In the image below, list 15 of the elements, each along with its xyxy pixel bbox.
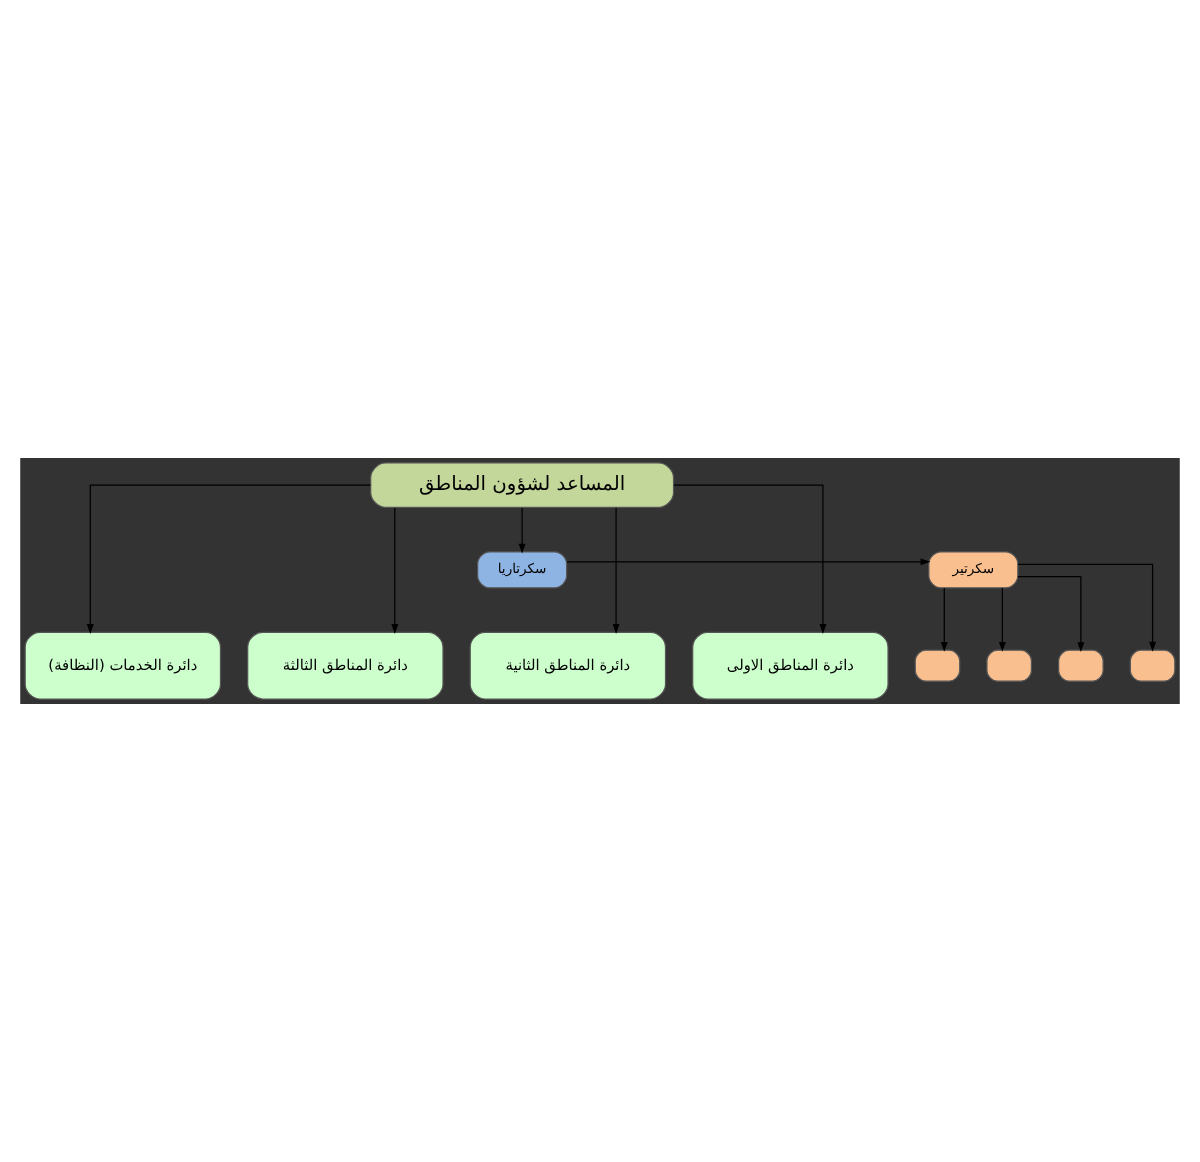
arrow (86, 484, 372, 635)
node-box (1058, 649, 1104, 682)
arrow (612, 507, 620, 634)
arrow (673, 484, 827, 635)
node-box (914, 649, 961, 682)
arrow (566, 558, 931, 566)
arrow (391, 507, 399, 634)
arrow (518, 507, 526, 554)
arrow (940, 587, 948, 652)
node-box (986, 649, 1033, 682)
arrow (1017, 563, 1157, 652)
node-box: المساعد لشؤون المناطق (370, 462, 675, 509)
arrow (998, 587, 1006, 652)
arrow (1017, 576, 1085, 653)
node-box (1129, 649, 1176, 682)
